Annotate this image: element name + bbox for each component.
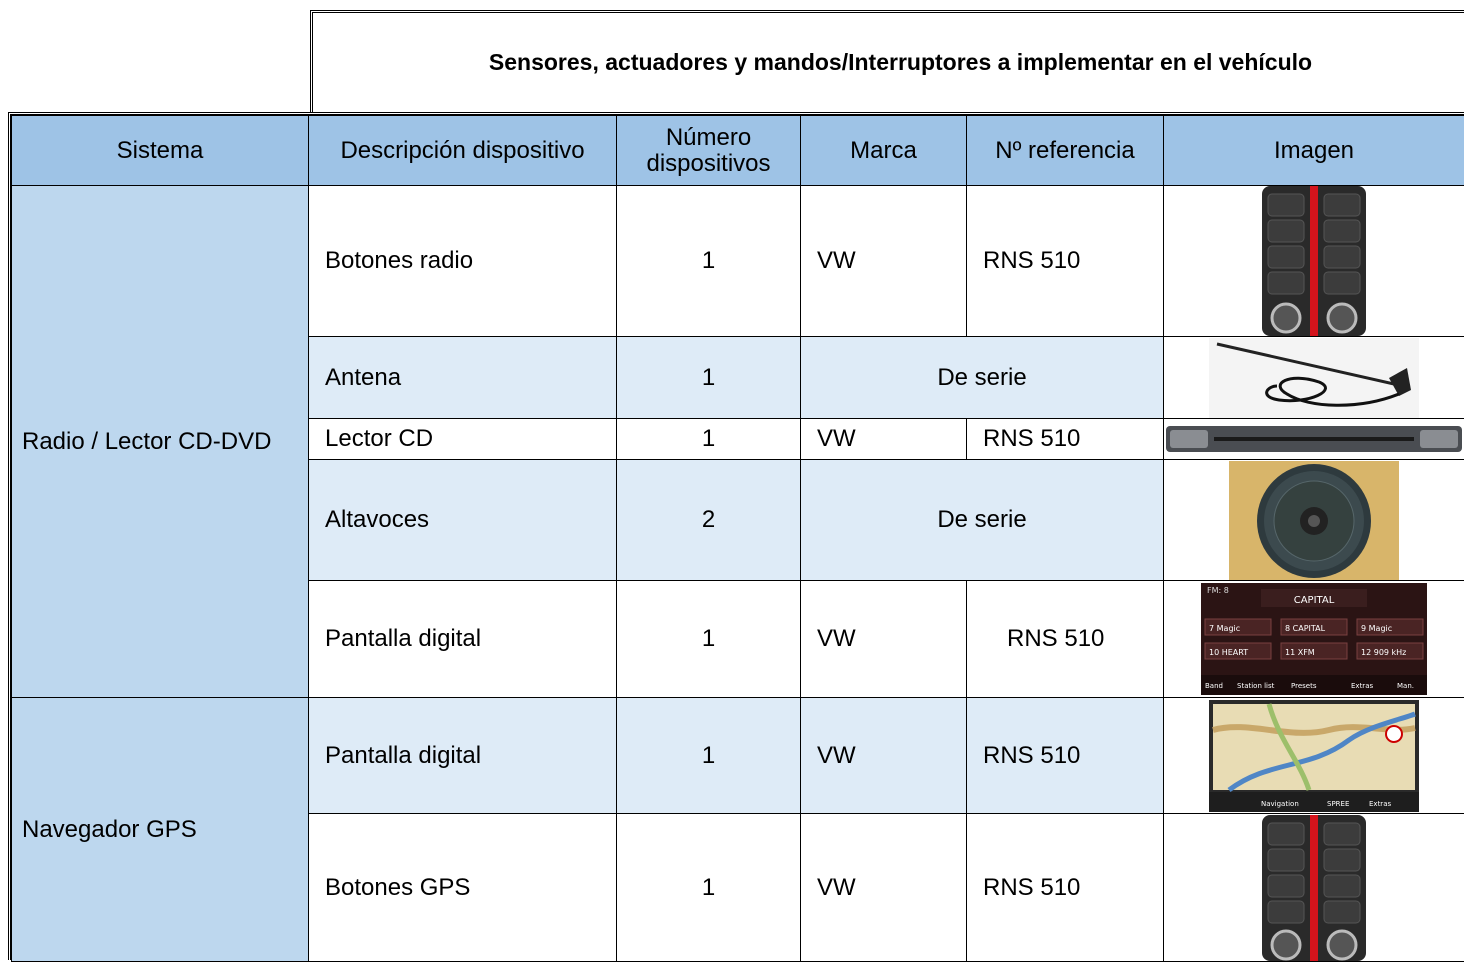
num-cell: 1 (617, 419, 801, 460)
preset-label: 12 909 kHz (1361, 648, 1406, 657)
antenna-cable-image (1209, 338, 1419, 418)
num-cell: 2 (617, 460, 801, 581)
serie-cell: De serie (801, 460, 1164, 581)
desc-cell: Altavoces (309, 460, 617, 581)
header-row: Sistema Descripción dispositivo Número d… (12, 116, 1464, 186)
preset-label: 7 Magic (1209, 624, 1240, 633)
header-sistema: Sistema (12, 116, 309, 186)
screen-button-label: Station list (1237, 682, 1275, 690)
desc-cell: Botones radio (309, 186, 617, 337)
preset-label: 11 XFM (1285, 648, 1315, 657)
desc-cell: Antena (309, 337, 617, 419)
preset-label: 8 CAPITAL (1285, 624, 1326, 633)
ref-cell: RNS 510 (967, 581, 1164, 698)
table-title: Sensores, actuadores y mandos/Interrupto… (465, 49, 1312, 76)
num-cell: 1 (617, 337, 801, 419)
marca-cell: VW (801, 698, 967, 814)
screen-button-label: Navigation (1261, 800, 1299, 808)
num-cell: 1 (617, 814, 801, 962)
screen-button-label: Band (1205, 682, 1223, 690)
sistema-cell-gps: Navegador GPS (12, 698, 309, 962)
marca-cell: VW (801, 581, 967, 698)
header-referencia: Nº referencia (967, 116, 1164, 186)
ref-cell: RNS 510 (967, 419, 1164, 460)
header-marca: Marca (801, 116, 967, 186)
cd-slot-image (1166, 422, 1462, 456)
devices-table-wrapper: Sistema Descripción dispositivo Número d… (8, 112, 1464, 960)
desc-cell: Pantalla digital (309, 581, 617, 698)
screen-button-label: Extras (1369, 800, 1391, 808)
num-cell: 1 (617, 186, 801, 337)
serie-cell: De serie (801, 337, 1164, 419)
marca-cell: VW (801, 419, 967, 460)
image-cell: FM: 8 CAPITAL 7 Magic 8 CAPITAL 9 Magic … (1164, 581, 1464, 698)
header-imagen: Imagen (1164, 116, 1464, 186)
ref-cell: RNS 510 (967, 814, 1164, 962)
gps-buttons-panel-image (1260, 815, 1368, 961)
table-row: Navegador GPS Pantalla digital 1 VW RNS … (12, 698, 1464, 814)
num-cell: 1 (617, 581, 801, 698)
devices-table: Sistema Descripción dispositivo Número d… (11, 115, 1464, 962)
marca-cell: VW (801, 814, 967, 962)
image-cell (1164, 419, 1464, 460)
image-cell (1164, 460, 1464, 581)
screen-band: FM: 8 (1207, 586, 1229, 595)
desc-cell: Pantalla digital (309, 698, 617, 814)
preset-label: 10 HEART (1209, 648, 1248, 657)
ref-cell: RNS 510 (967, 186, 1164, 337)
desc-cell: Botones GPS (309, 814, 617, 962)
screen-station: CAPITAL (1294, 595, 1335, 606)
image-cell: Navigation SPREE Extras (1164, 698, 1464, 814)
image-cell (1164, 337, 1464, 419)
num-cell: 1 (617, 698, 801, 814)
image-cell (1164, 814, 1464, 962)
gps-map-display-image: Navigation SPREE Extras (1209, 700, 1419, 812)
screen-button-label: Presets (1291, 682, 1317, 690)
image-cell (1164, 186, 1464, 337)
title-box: Sensores, actuadores y mandos/Interrupto… (310, 10, 1464, 112)
header-numero: Número dispositivos (617, 116, 801, 186)
sistema-cell-radio: Radio / Lector CD-DVD (12, 186, 309, 698)
screen-button-label: SPREE (1327, 800, 1349, 808)
radio-display-image: FM: 8 CAPITAL 7 Magic 8 CAPITAL 9 Magic … (1201, 583, 1427, 695)
radio-buttons-panel-image (1260, 186, 1368, 336)
marca-cell: VW (801, 186, 967, 337)
header-descripcion: Descripción dispositivo (309, 116, 617, 186)
screen-button-label: Man. (1397, 682, 1414, 690)
table-row: Radio / Lector CD-DVD Botones radio 1 VW… (12, 186, 1464, 337)
desc-cell: Lector CD (309, 419, 617, 460)
screen-button-label: Extras (1351, 682, 1373, 690)
speaker-image (1229, 461, 1399, 580)
preset-label: 9 Magic (1361, 624, 1392, 633)
ref-cell: RNS 510 (967, 698, 1164, 814)
